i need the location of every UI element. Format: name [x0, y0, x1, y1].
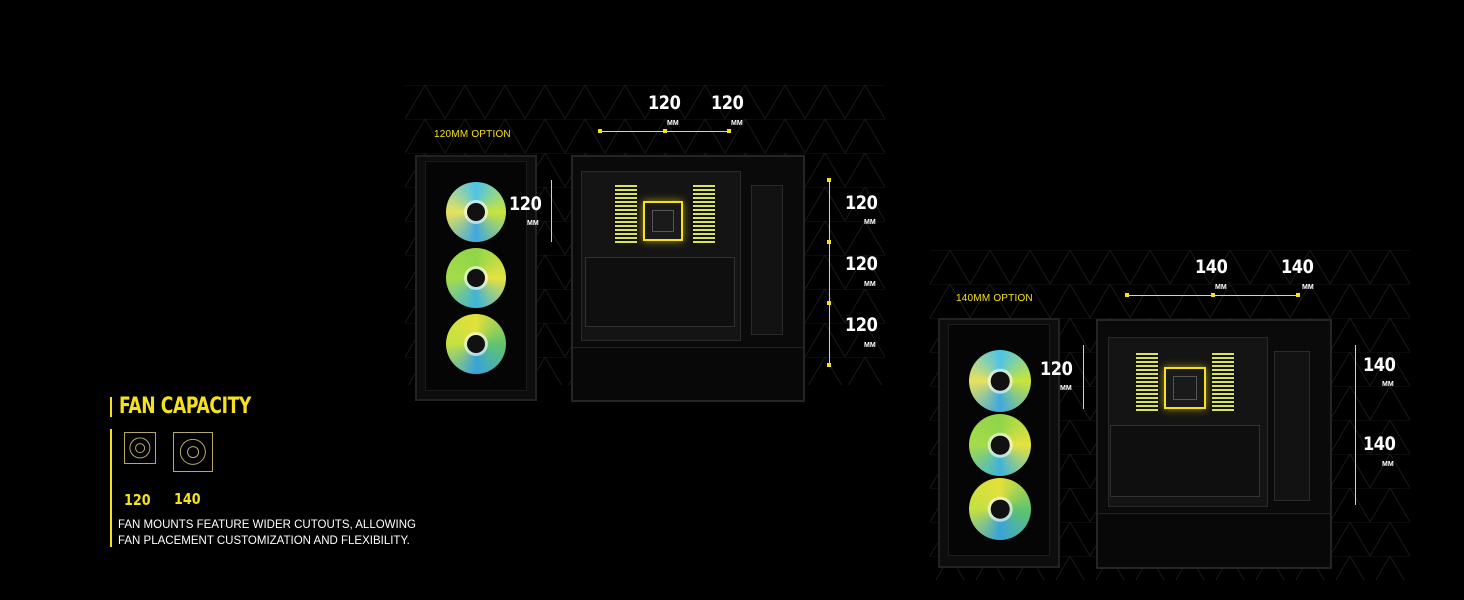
dim-marker [1211, 293, 1215, 297]
dim-top-1: 120 [648, 92, 681, 114]
mm-side-2: MM [1382, 461, 1394, 468]
fan-rail [1274, 351, 1310, 501]
gpu [585, 257, 735, 327]
dim-marker [827, 240, 831, 244]
gpu [1110, 425, 1260, 497]
dim-front: 120 [1040, 358, 1073, 380]
option-120-label: 120MM OPTION [434, 129, 511, 140]
dim-top-2: 120 [711, 92, 744, 114]
dim-line-front [1083, 345, 1084, 409]
fan-120-icon [124, 432, 156, 464]
psu-shroud [573, 347, 803, 400]
fan-140-icon [173, 432, 213, 472]
dim-marker [827, 363, 831, 367]
dim-line-side [829, 180, 830, 366]
dim-marker [663, 129, 667, 133]
fan-rail [751, 185, 783, 335]
section-description-line-1: FAN MOUNTS FEATURE WIDER CUTOUTS, ALLOWI… [118, 519, 416, 531]
dim-side-2: 140 [1363, 433, 1396, 455]
rgb-fan [969, 414, 1031, 476]
mm-top-1: MM [1215, 284, 1227, 291]
ram-module [615, 185, 637, 243]
mm-top-2: MM [1302, 284, 1314, 291]
rgb-fan [969, 478, 1031, 540]
section-description-line-2: FAN PLACEMENT CUSTOMIZATION AND FLEXIBIL… [118, 535, 410, 547]
ram-module [1212, 353, 1234, 411]
fan-size-140: 140 [174, 490, 201, 508]
mm-side-3: MM [864, 342, 876, 349]
case-side-view [1096, 319, 1332, 569]
mm-side-1: MM [1382, 381, 1394, 388]
rgb-fan [969, 350, 1031, 412]
rgb-fan [446, 314, 506, 374]
rgb-fan [446, 182, 506, 242]
dim-line-side [1355, 345, 1356, 505]
fan-size-120: 120 [124, 491, 151, 509]
ram-module [693, 185, 715, 243]
dim-top-1: 140 [1195, 256, 1228, 278]
case-front-view [415, 155, 537, 401]
mm-side-1: MM [864, 219, 876, 226]
dim-marker [598, 129, 602, 133]
dim-side-2: 120 [845, 253, 878, 275]
rgb-fan [446, 248, 506, 308]
section-accent-bar [110, 429, 112, 547]
case-front-view [938, 318, 1060, 568]
cpu-cooler [1164, 367, 1206, 409]
mm-front: MM [527, 220, 539, 227]
dim-line-front [551, 180, 552, 242]
dim-marker [1296, 293, 1300, 297]
case-side-view [571, 155, 805, 402]
mm-top-1: MM [667, 120, 679, 127]
psu-shroud [1098, 513, 1330, 567]
dim-marker [727, 129, 731, 133]
dim-side-3: 120 [845, 314, 878, 336]
dim-top-2: 140 [1281, 256, 1314, 278]
dim-marker [1125, 293, 1129, 297]
dim-side-1: 140 [1363, 354, 1396, 376]
mm-side-2: MM [864, 281, 876, 288]
section-accent-bar [110, 397, 112, 417]
section-title: FAN CAPACITY [119, 394, 251, 419]
dim-side-1: 120 [845, 192, 878, 214]
mm-front: MM [1060, 385, 1072, 392]
dim-front: 120 [509, 193, 542, 215]
option-140-label: 140MM OPTION [956, 293, 1033, 304]
dim-marker [827, 178, 831, 182]
dim-marker [827, 301, 831, 305]
mm-top-2: MM [731, 120, 743, 127]
cpu-cooler [643, 201, 683, 241]
ram-module [1136, 353, 1158, 411]
